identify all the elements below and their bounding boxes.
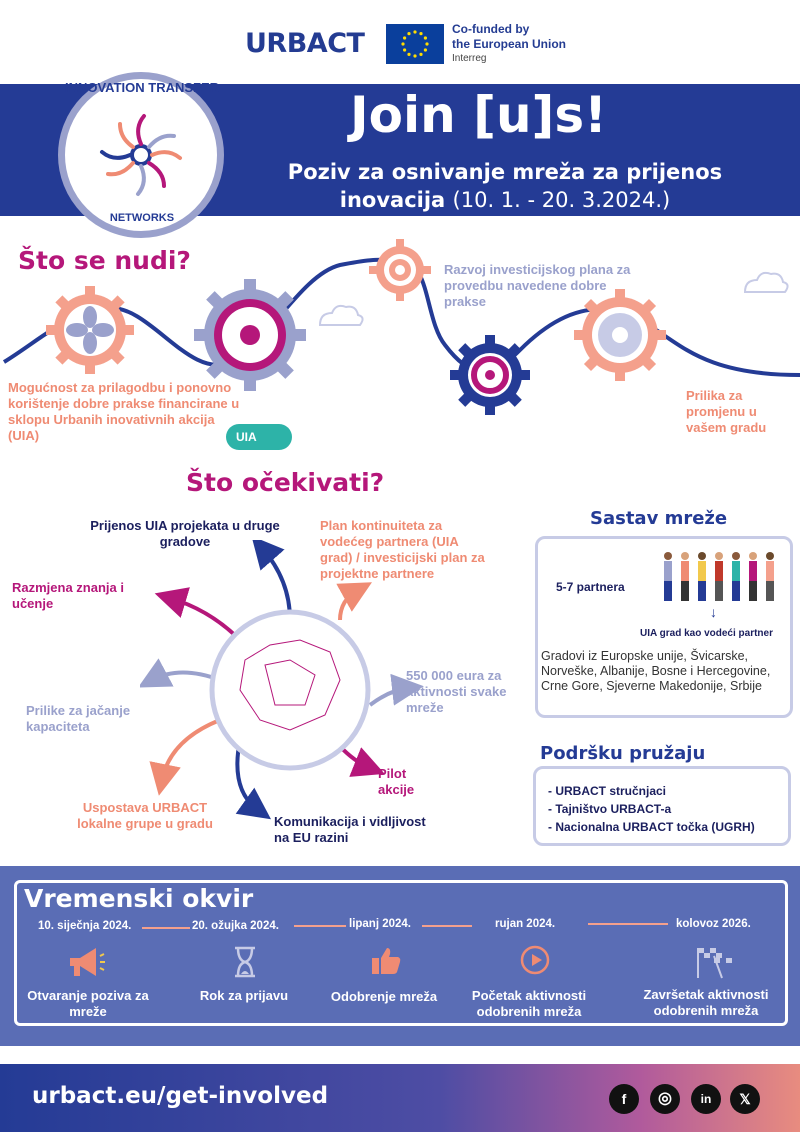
lead-partner-label: UIA grad kao vodeći partner [640, 628, 773, 639]
urbact-logo: URBACT [245, 28, 365, 59]
expect-item-local-group: Uspostava URBACT lokalne grupe u gradu [77, 800, 213, 831]
get-involved-link[interactable]: urbact.eu/get-involved [32, 1083, 329, 1109]
expect-heading: Što očekivati? [186, 468, 385, 497]
expect-radial-graphic [140, 540, 424, 820]
x-twitter-icon[interactable]: 𝕏 [730, 1084, 760, 1114]
timeline-connector [294, 925, 346, 927]
down-arrow-icon: ↓ [710, 604, 717, 620]
play-icon [520, 945, 550, 975]
instagram-icon[interactable]: ◎ [650, 1084, 680, 1114]
itn-badge [58, 72, 224, 238]
timeline-band [0, 866, 800, 1046]
timeline-label-2: Rok za prijavu [199, 988, 289, 1003]
timeline-connector [142, 927, 190, 929]
timeline-label-1: Otvaranje poziva za mreže [27, 988, 149, 1019]
timeline-heading: Vremenski okvir [24, 884, 254, 913]
page-title: Join [u]s! [350, 86, 607, 144]
timeline-date-2: 20. ožujka 2024. [192, 920, 279, 932]
hourglass-icon [235, 946, 255, 978]
expect-item-budget: 550 000 eura za aktivnosti svake mreže [406, 668, 507, 715]
timeline-date-5: kolovoz 2026. [676, 918, 751, 930]
people-illustration-icon [664, 552, 774, 601]
expect-item-plan: Plan kontinuiteta za vodećeg partnera (U… [320, 518, 485, 581]
timeline-label-4: Početak aktivnosti odobrenih mreža [471, 988, 587, 1019]
timeline-connector [422, 925, 472, 927]
timeline-date-4: rujan 2024. [495, 918, 556, 930]
support-item: - URBACT stručnjaci [548, 784, 667, 798]
megaphone-icon [70, 948, 105, 976]
timeline-connector [588, 923, 668, 925]
expect-item-communication: Komunikacija i vidljivost na EU razini [274, 814, 426, 845]
support-heading: Podršku pružaju [540, 743, 706, 764]
timeline-label-3: Odobrenje mreža [330, 989, 438, 1004]
expect-item-knowledge: Razmjena znanja i učenje [12, 580, 124, 611]
eu-cofunded-text: Co-funded by the European Union [452, 22, 566, 51]
offer-heading: Što se nudi? [18, 246, 191, 275]
interreg-label: Interreg [452, 53, 487, 64]
uia-logo: UIA [226, 424, 292, 450]
timeline-label-5: Završetak aktivnosti odobrenih mreža [643, 987, 769, 1018]
timeline-date-3: lipanj 2024. [349, 918, 412, 930]
page-subtitle: Poziv za osnivanje mreža za prijenos ino… [287, 160, 723, 212]
support-list: - URBACT stručnjaci - Tajništvo URBACT-a… [548, 782, 755, 836]
expect-item-pilot: Pilot akcije [378, 766, 415, 797]
eu-flag-icon [386, 24, 444, 64]
support-item: - Tajništvo URBACT-a [548, 802, 672, 816]
thumbs-up-icon [372, 948, 401, 974]
facebook-icon[interactable]: f [609, 1084, 639, 1114]
badge-top-text: INNOVATION TRANSFER [64, 80, 220, 95]
offer-item-1: Mogućnost za prilagodbu i ponovno korišt… [8, 380, 240, 443]
badge-bottom-text: NETWORKS [109, 212, 175, 224]
timeline-date-1: 10. siječnja 2024. [38, 920, 132, 932]
network-heading: Sastav mreže [590, 508, 728, 529]
support-item: - Nacionalna URBACT točka (UGRH) [548, 820, 755, 834]
eligible-countries: Gradovi iz Europske unije, Švicarske, No… [541, 649, 771, 693]
swirl-icon [100, 114, 182, 196]
expect-item-transfer: Prijenos UIA projekata u druge gradove [90, 518, 280, 549]
offer-item-2: Razvoj investicijskog plana za provedbu … [444, 262, 631, 309]
gear-wave-graphic [2, 239, 800, 415]
support-box [533, 766, 791, 846]
partners-count: 5-7 partnera [556, 580, 625, 594]
finish-flag-icon [697, 948, 732, 979]
linkedin-icon[interactable]: in [691, 1084, 721, 1114]
offer-item-3: Prilika za promjenu u vašem gradu [686, 388, 767, 435]
expect-item-capacity: Prilike za jačanje kapaciteta [26, 703, 131, 734]
timeline-card [14, 880, 788, 1026]
